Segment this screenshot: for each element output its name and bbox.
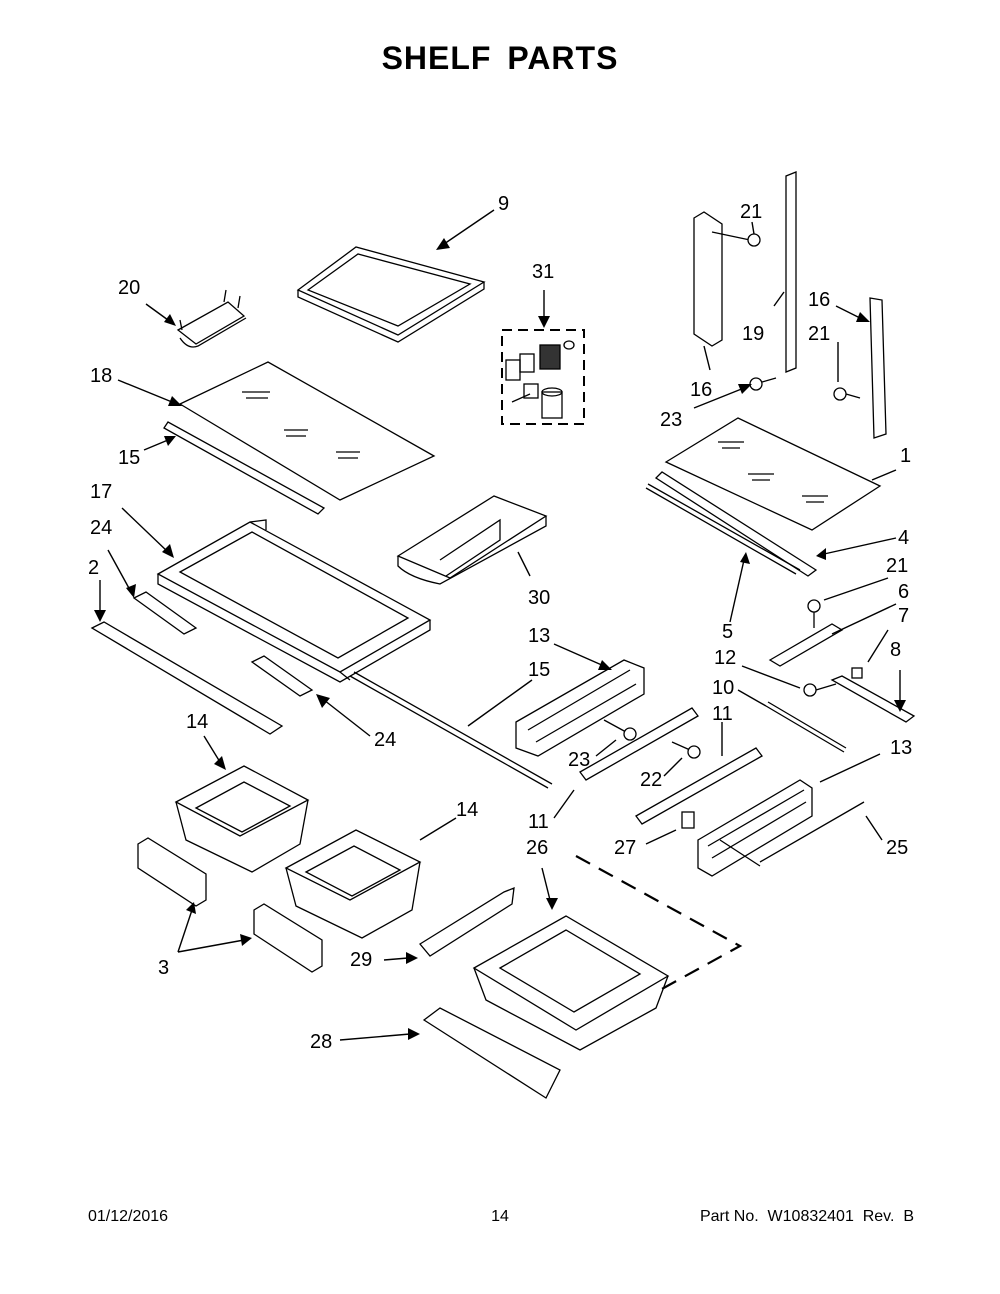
- part-18-glass-shelf: [178, 361, 436, 501]
- page-title: SHELF PARTS: [381, 40, 619, 76]
- part-24-bracket-b: [250, 655, 314, 697]
- callout-12: 12: [714, 647, 736, 669]
- callout-6: 6: [898, 581, 909, 603]
- callout-16: 16: [690, 379, 712, 401]
- part-21-screw-right: [833, 387, 861, 401]
- callout-11: 11: [712, 703, 733, 725]
- part-3-handle-right: [253, 903, 323, 973]
- callout-24: 24: [90, 517, 112, 539]
- part-11-slide-a: [579, 707, 699, 781]
- callout-14: 14: [456, 799, 478, 821]
- part-31-kit: [501, 329, 585, 425]
- assembly-dashed-outline: [575, 855, 743, 991]
- callout-11: 11: [528, 811, 549, 833]
- callout-29: 29: [350, 949, 372, 971]
- callout-20: 20: [118, 277, 140, 299]
- callout-13: 13: [528, 625, 550, 647]
- part-8-bracket: [830, 675, 916, 723]
- part-4-strip: [654, 471, 818, 577]
- part-16-rail-left: [693, 211, 723, 347]
- callout-8: 8: [890, 639, 901, 661]
- callout-18: 18: [90, 365, 112, 387]
- part-15-trim-upper: [163, 421, 326, 515]
- footer-part-number: Part No. W10832401 Rev. B: [699, 1208, 914, 1225]
- part-19-rail: [785, 171, 797, 373]
- part-23-screw-right: [749, 377, 777, 391]
- part-5-strip: [645, 483, 801, 575]
- part-14-crisper-drawer-left: [174, 765, 310, 873]
- part-24-bracket-a: [132, 591, 198, 635]
- part-2-rail: [90, 621, 284, 735]
- callout-31: 31: [532, 261, 554, 283]
- callout-15: 15: [118, 447, 140, 469]
- part-9-shelf-frame: [296, 246, 486, 343]
- callout-4: 4: [898, 527, 909, 549]
- footer-date: 01/12/2016: [88, 1208, 169, 1225]
- part-10-slide: [765, 701, 847, 753]
- part-13-bracket-right: [697, 779, 813, 877]
- callout-24: 24: [374, 729, 396, 751]
- footer-page-number: 14: [491, 1208, 509, 1225]
- callout-labels: 9 31 21 20 16 21 19 18 16 23 15 1 17 24 …: [88, 193, 912, 1053]
- part-3-handle-left: [137, 837, 207, 907]
- callout-1: 1: [900, 445, 911, 467]
- part-13-bracket-center: [515, 659, 645, 757]
- callout-7: 7: [898, 605, 909, 627]
- callout-25: 25: [886, 837, 908, 859]
- callout-22: 22: [640, 769, 662, 791]
- part-23-screw-center: [603, 719, 637, 741]
- callout-26: 26: [526, 837, 548, 859]
- part-25-wire: [719, 801, 865, 867]
- callout-2: 2: [88, 557, 99, 579]
- callout-21: 21: [808, 323, 830, 345]
- part-30-cover: [396, 495, 548, 585]
- part-17-shelf-frame: [156, 519, 432, 683]
- callout-27: 27: [614, 837, 636, 859]
- callout-5: 5: [722, 621, 733, 643]
- part-1-glass-shelf: [664, 417, 882, 531]
- callout-23: 23: [568, 749, 590, 771]
- part-27-clip: [681, 811, 695, 829]
- callout-21: 21: [740, 201, 762, 223]
- part-7-clip: [851, 667, 863, 679]
- callout-21: 21: [886, 555, 908, 577]
- part-16-rail-right: [869, 297, 887, 439]
- part-22-screw: [671, 741, 701, 759]
- part-28-trim: [422, 1007, 561, 1099]
- callout-28: 28: [310, 1031, 332, 1053]
- part-6-bracket: [768, 623, 844, 667]
- part-11-slide-b: [635, 747, 763, 825]
- callout-23: 23: [660, 409, 682, 431]
- part-12-screw: [803, 683, 837, 697]
- part-15-trim-lower: [349, 671, 553, 789]
- callout-3: 3: [158, 957, 169, 979]
- part-21-screw-lower: [807, 599, 821, 628]
- callout-15: 15: [528, 659, 550, 681]
- callout-10: 10: [712, 677, 734, 699]
- part-29-divider: [419, 886, 515, 957]
- callout-19: 19: [742, 323, 764, 345]
- callout-17: 17: [90, 481, 112, 503]
- part-20-bracket: [176, 289, 247, 348]
- callout-30: 30: [528, 587, 550, 609]
- callout-16: 16: [808, 289, 830, 311]
- leader-lines: [94, 209, 906, 1041]
- part-14-crisper-drawer-right: [284, 829, 422, 939]
- callout-14: 14: [186, 711, 208, 733]
- part-26-basket: [472, 915, 670, 1051]
- callout-13: 13: [890, 737, 912, 759]
- callout-9: 9: [498, 193, 509, 215]
